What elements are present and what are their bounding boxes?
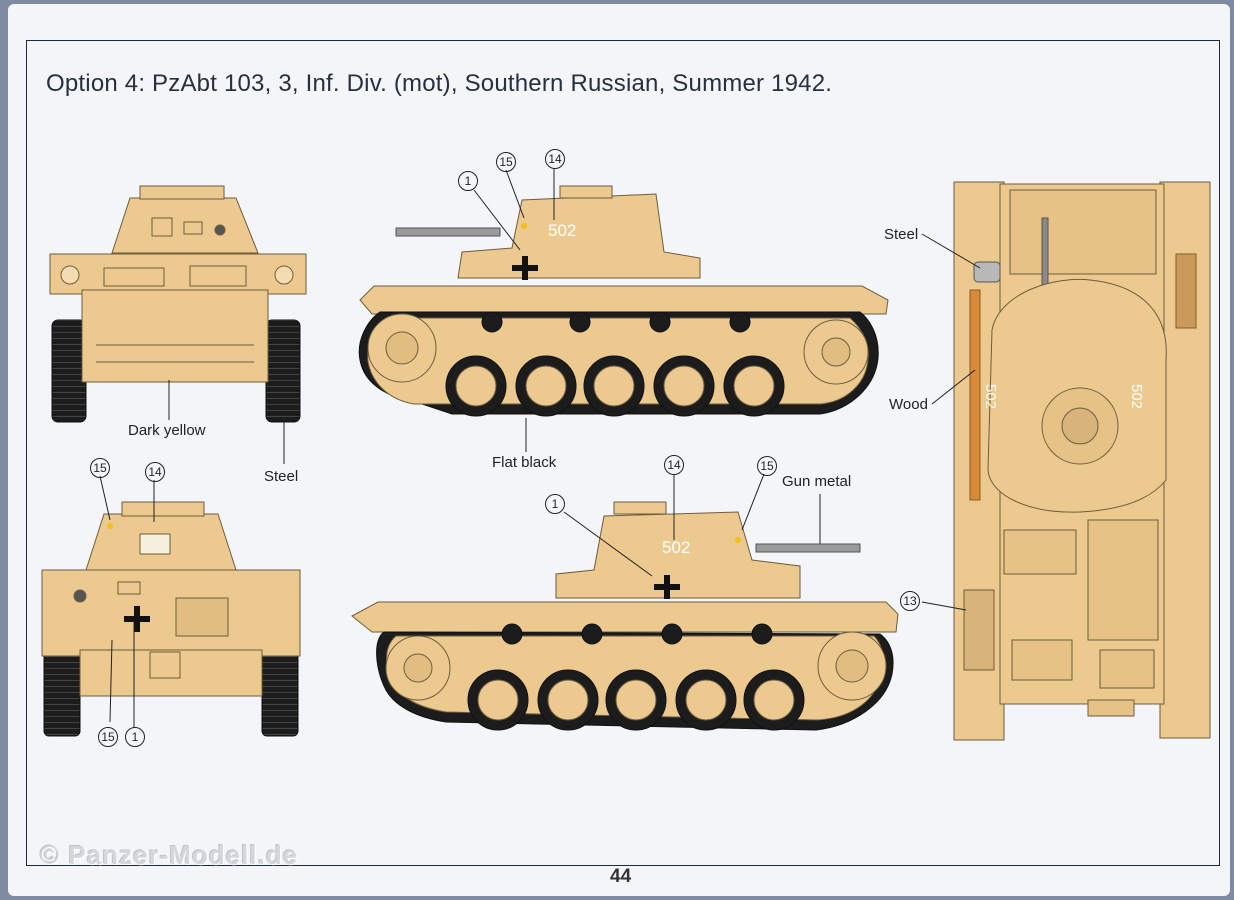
label-gun-metal: Gun metal — [782, 473, 852, 490]
page-title: Option 4: PzAbt 103, 3, Inf. Div. (mot),… — [46, 70, 833, 97]
rear-right-track — [261, 649, 299, 737]
watermark: © Panzer-Modell.de — [40, 840, 299, 870]
front-cupola — [139, 185, 225, 200]
callout-14-side-top: 14 — [545, 149, 565, 169]
callout-1-side-bottom: 1 — [545, 494, 565, 514]
side-bot-turret-superstructure — [555, 511, 801, 599]
callout-15b-rear: 15 — [98, 727, 118, 747]
rear-hull — [41, 569, 301, 657]
top-view: 502 502 — [953, 181, 1211, 741]
rear-left-track — [43, 649, 81, 737]
front-fenders — [49, 253, 307, 295]
callout-14-rear: 14 — [145, 462, 165, 482]
side-bot-balkenkreuz — [654, 575, 680, 599]
top-steel-part — [973, 261, 1001, 283]
top-hull-number-right: 502 — [1128, 384, 1145, 409]
side-bot-gun — [755, 543, 861, 553]
rear-view — [41, 501, 301, 737]
callout-1-side-top: 1 — [458, 171, 478, 191]
front-turret — [111, 197, 259, 254]
callout-13-top: 13 — [900, 591, 920, 611]
callout-15-side-bottom: 15 — [757, 456, 777, 476]
side-top-balkenkreuz — [512, 256, 538, 280]
top-jack — [963, 589, 995, 671]
top-engine-deck-right — [1087, 519, 1159, 641]
page-frame — [26, 40, 1220, 866]
front-right-track — [265, 319, 301, 423]
side-view-bottom: 502 — [351, 501, 899, 731]
side-view-top: 502 — [358, 185, 889, 417]
rear-balkenkreuz — [124, 606, 150, 632]
top-engine-grille-left — [1003, 529, 1077, 575]
label-dark-yellow: Dark yellow — [128, 422, 206, 439]
leader-lines — [99, 168, 981, 728]
callout-15-side-top: 15 — [496, 152, 516, 172]
side-top-gun — [395, 227, 501, 237]
callout-1-rear: 1 — [125, 727, 145, 747]
callout-15-rear: 15 — [90, 458, 110, 478]
label-steel-front: Steel — [264, 468, 299, 485]
top-wood-part — [969, 289, 981, 501]
front-left-track — [51, 319, 87, 423]
side-bot-hull — [351, 601, 899, 633]
label-wood: Wood — [889, 396, 928, 413]
top-hull-number-left: 502 — [982, 384, 999, 409]
side-top-hull-number: 502 — [548, 221, 576, 240]
side-top-hull — [359, 285, 889, 315]
front-hull-plate — [81, 289, 269, 383]
side-bot-hull-number: 502 — [662, 538, 690, 557]
label-flat-black: Flat black — [492, 454, 557, 471]
front-view — [49, 185, 307, 423]
callout-14-side-bottom: 14 — [664, 455, 684, 475]
label-steel-top: Steel — [884, 226, 919, 243]
page-number: 44 — [610, 866, 632, 887]
side-top-turret-superstructure — [457, 193, 701, 279]
